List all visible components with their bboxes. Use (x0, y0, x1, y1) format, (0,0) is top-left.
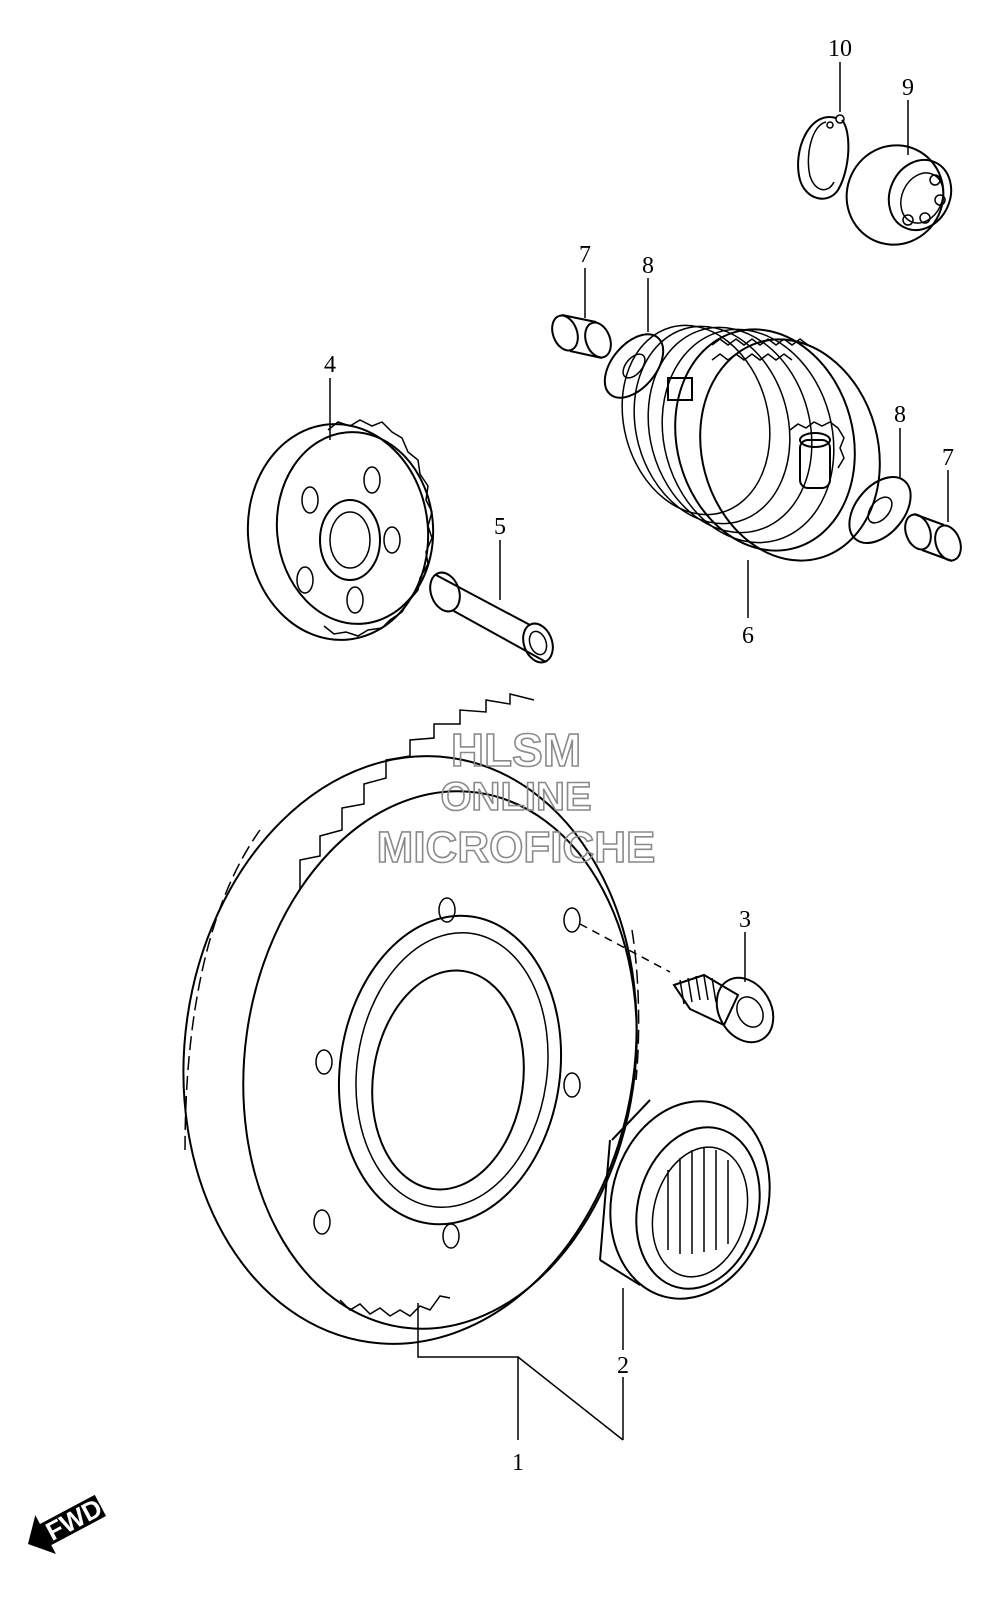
bushing-right-part[interactable] (901, 511, 966, 564)
callout-10: 10 (828, 36, 852, 62)
callout-3: 3 (739, 907, 751, 933)
circlip-part[interactable] (797, 114, 850, 200)
callout-5: 5 (494, 514, 506, 540)
callout-7-right: 7 (942, 445, 954, 471)
leader-lines (329, 62, 949, 1441)
starter-clutch-gear-part[interactable] (146, 693, 674, 1373)
callout-4: 4 (324, 352, 336, 378)
washer-upper-part[interactable] (593, 324, 674, 409)
watermark-line-1: HLSM (451, 724, 581, 776)
ball-bearing-part[interactable] (830, 129, 962, 260)
callout-8-right: 8 (894, 402, 906, 428)
callout-9: 9 (902, 75, 914, 101)
watermark-line-3: MICROFICHE (377, 823, 656, 872)
idle-gear-assembly-part[interactable] (602, 309, 904, 581)
shaft-part[interactable] (425, 568, 558, 666)
fwd-label: FWD (41, 1492, 107, 1546)
watermark: HLSM ONLINE MICROFICHE (376, 723, 656, 873)
watermark-line-2: ONLINE (440, 775, 591, 819)
fwd-direction-badge: FWD (27, 1492, 107, 1554)
callout-2: 2 (617, 1353, 629, 1379)
needle-bearing-part[interactable] (589, 1083, 791, 1317)
fwd-arrow-icon (27, 1494, 107, 1554)
callout-6: 6 (742, 623, 754, 649)
washer-right-part[interactable] (837, 465, 923, 554)
idle-gear-part[interactable] (239, 417, 441, 648)
callout-7-upper: 7 (579, 242, 591, 268)
bolt-part[interactable] (579, 923, 785, 1052)
callout-8-upper: 8 (642, 253, 654, 279)
bushing-upper-part[interactable] (548, 312, 616, 361)
callout-1: 1 (512, 1450, 524, 1476)
